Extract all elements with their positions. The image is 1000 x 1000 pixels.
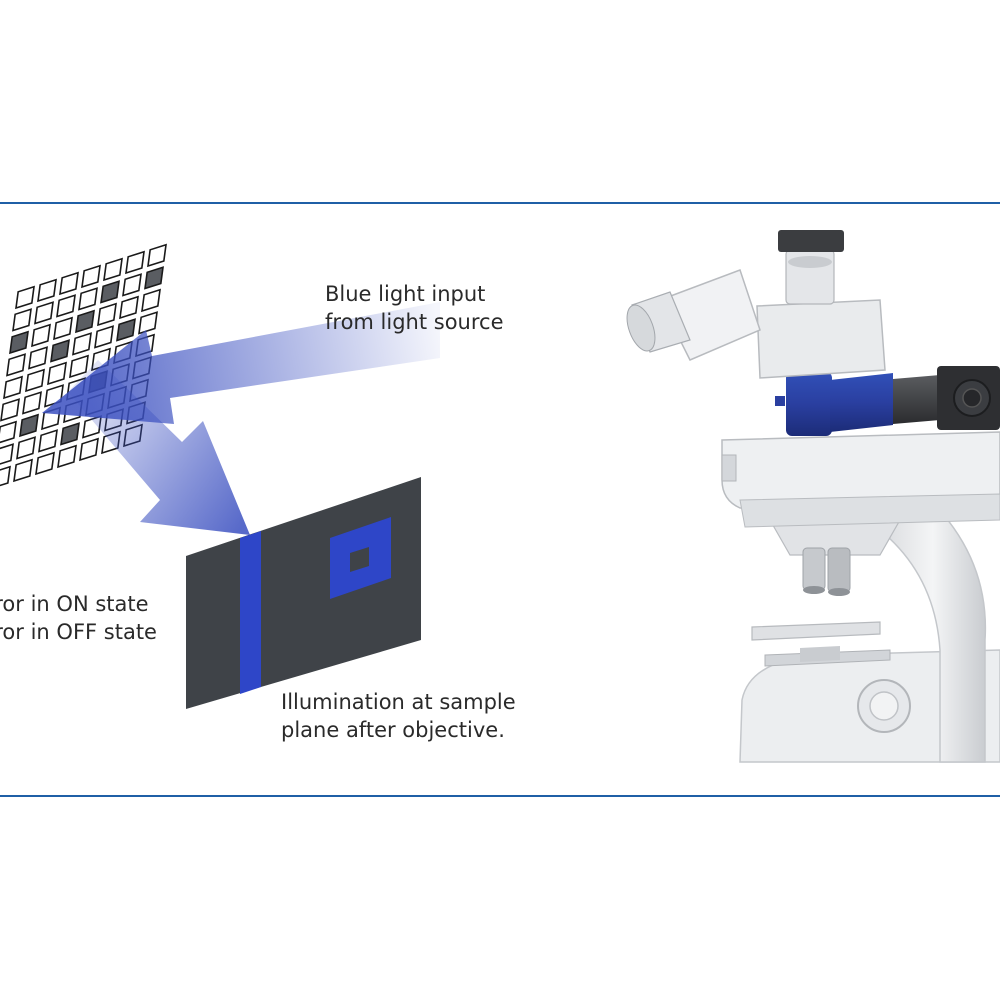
dmd-mirror-off [97, 302, 117, 327]
dmd-mirror-off [72, 332, 92, 356]
dmd-mirror-on [75, 309, 95, 334]
dmd-mirror-off [78, 287, 98, 311]
dmd-mirror-array [0, 243, 167, 487]
dmd-mirror-off [0, 443, 14, 465]
dmd-mirror-off [25, 368, 45, 393]
dmd-mirror-off [16, 436, 36, 460]
mirror-on-state-label: rror in ON state [0, 592, 149, 616]
dmd-mirror-off [103, 257, 123, 282]
dmd-mirror-off [119, 295, 139, 320]
dmd-mirror-off [69, 354, 89, 379]
input-light-beam [42, 302, 440, 424]
bottom-rule [0, 795, 1000, 797]
dmd-mirror-on [50, 339, 70, 363]
dmd-mirror-off [138, 311, 158, 335]
dmd-mirror-off [34, 301, 54, 325]
dmd-mirror-off [125, 250, 145, 275]
dmd-mirror-off [13, 458, 33, 483]
dmd-mirror-off [94, 325, 114, 349]
dmd-mirror-on [60, 422, 80, 446]
reflected-light-beam [68, 360, 250, 535]
illumination-label: Illumination at sample plane after objec… [281, 688, 516, 744]
dmd-mirror-off [12, 308, 32, 332]
dmd-mirror-off [141, 288, 161, 313]
mirror-state-legend: rror in ON state rror in OFF state [0, 590, 157, 646]
dmd-mirror-off [0, 398, 20, 422]
blue-light-input-label: Blue light input from light source [325, 280, 504, 336]
dmd-mirror-off [28, 346, 48, 370]
dmd-mirror-off [22, 391, 42, 415]
dmd-mirror-off [37, 278, 57, 303]
dmd-mirror-on [9, 330, 29, 355]
dmd-mirror-on [19, 413, 39, 438]
dmd-mirror-off [81, 264, 101, 289]
top-rule [0, 202, 1000, 204]
dmd-mirror-off [15, 285, 35, 310]
mirror-off-state-label: rror in OFF state [0, 620, 157, 644]
dmd-mirror-off [47, 361, 67, 386]
dmd-mirror-off [79, 437, 99, 462]
dmd-mirror-off [38, 429, 58, 453]
dmd-mirror-off [35, 451, 55, 476]
dmd-mirror-off [0, 465, 11, 487]
dmd-mirror-on [144, 266, 164, 290]
dmd-mirror-off [147, 243, 167, 268]
dmd-mirror-off [6, 353, 26, 377]
dmd-mirror-off [56, 294, 76, 318]
dmd-mirror-off [3, 375, 23, 400]
dmd-mirror-off [53, 316, 73, 341]
dmd-mirror-off [122, 273, 142, 297]
dmd-mirror-off [0, 420, 17, 444]
dmd-mirror-off [59, 271, 79, 296]
blue-light-input-line1: Blue light input [325, 282, 486, 306]
dmd-mirror-on [116, 318, 136, 342]
microscope-illustration [626, 230, 1000, 763]
illumination-line2: plane after objective. [281, 718, 505, 742]
blue-light-input-line2: from light source [325, 310, 504, 334]
dmd-mirror-on [100, 280, 120, 304]
sample-plane [186, 477, 421, 709]
dmd-mirror-off [57, 444, 77, 469]
illumination-line1: Illumination at sample [281, 690, 516, 714]
dmd-mirror-off [31, 323, 51, 348]
